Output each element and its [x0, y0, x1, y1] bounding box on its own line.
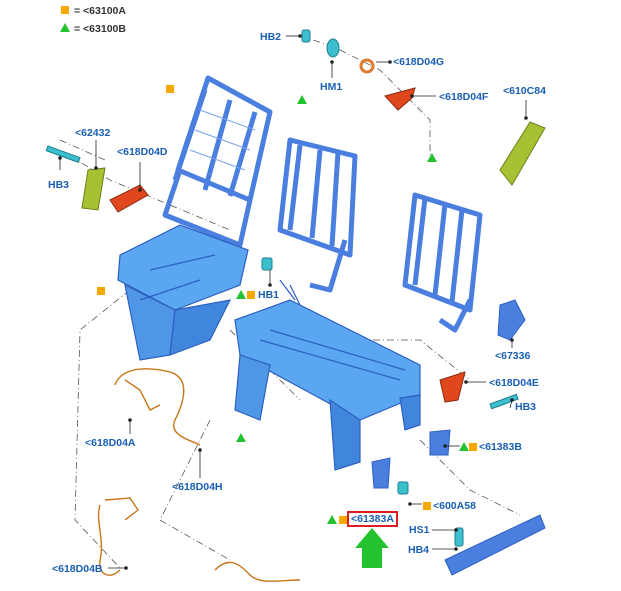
latch-cover-lime	[499, 121, 546, 186]
callout-610c84[interactable]: <610C84	[503, 85, 546, 97]
triangle-marker-icon	[427, 153, 437, 162]
hinge-bracket-red-left	[109, 184, 149, 213]
callout-618d04b[interactable]: <618D04B	[52, 563, 103, 575]
square-marker-icon	[469, 443, 477, 451]
seat-back-mesh-left	[189, 109, 256, 171]
triangle-marker-icon	[236, 290, 246, 299]
callout-618d04d[interactable]: <618D04D	[117, 146, 168, 158]
wire-harnesses	[97, 368, 301, 582]
hinge-bracket-lime	[81, 167, 106, 211]
callout-67336[interactable]: <67336	[495, 350, 531, 362]
callout-hb4[interactable]: HB4	[408, 544, 430, 556]
legend-triangle-text: = <63100B	[74, 23, 126, 35]
callout-hm1[interactable]: HM1	[320, 81, 343, 93]
callout-hb2[interactable]: HB2	[260, 31, 282, 43]
callout-62432[interactable]: <62432	[75, 127, 111, 139]
fasteners-teal	[45, 29, 519, 547]
hinge-bracket-red-top	[384, 87, 416, 111]
seat-back-frame-right	[402, 192, 483, 333]
callout-618d04g[interactable]: <618D04G	[393, 56, 445, 68]
legend-square-text: = <63100A	[74, 5, 126, 17]
seat-cushion-frame-left	[117, 224, 249, 361]
square-marker-icon	[247, 291, 255, 299]
pivot-bracket	[497, 299, 526, 341]
triangle-marker-icon	[327, 515, 337, 524]
callout-61383b[interactable]: <61383B	[479, 441, 522, 453]
seat-cushion-frame-main	[234, 279, 421, 471]
triangle-marker-icon	[459, 442, 469, 451]
callout-hs1[interactable]: HS1	[409, 524, 430, 536]
callout-hb3-right[interactable]: HB3	[515, 401, 537, 413]
callout-61383a-highlighted[interactable]: <61383A	[347, 511, 398, 527]
square-marker-icon	[97, 287, 105, 295]
callout-dots	[58, 34, 528, 570]
washer-orange	[359, 58, 375, 74]
square-marker-icon	[339, 516, 347, 524]
seat-back-frame-middle	[277, 137, 358, 293]
mounting-bracket-61383b	[429, 429, 451, 456]
square-marker-icon	[166, 85, 174, 93]
legend-square-icon	[61, 6, 69, 14]
hinge-bracket-red-right	[439, 371, 466, 403]
callout-600a58[interactable]: <600A58	[433, 500, 476, 512]
callout-618d04h[interactable]: <618D04H	[172, 481, 223, 493]
seat-back-frame-left	[162, 75, 273, 248]
callout-hb3-left[interactable]: HB3	[48, 179, 70, 191]
mounting-bracket-61383a	[371, 457, 391, 489]
callout-618d04a[interactable]: <618D04A	[85, 437, 136, 449]
seat-track-rail	[444, 514, 546, 576]
callout-leaders	[59, 35, 527, 569]
triangle-marker-icon	[236, 433, 246, 442]
triangle-marker-icon	[297, 95, 307, 104]
square-marker-icon	[423, 502, 431, 510]
callout-618d04f[interactable]: <618D04F	[439, 91, 489, 103]
legend-triangle-icon	[60, 23, 70, 32]
callout-hb1[interactable]: HB1	[258, 289, 280, 301]
callout-618d04e[interactable]: <618D04E	[489, 377, 539, 389]
green-up-arrow-icon	[355, 528, 389, 568]
